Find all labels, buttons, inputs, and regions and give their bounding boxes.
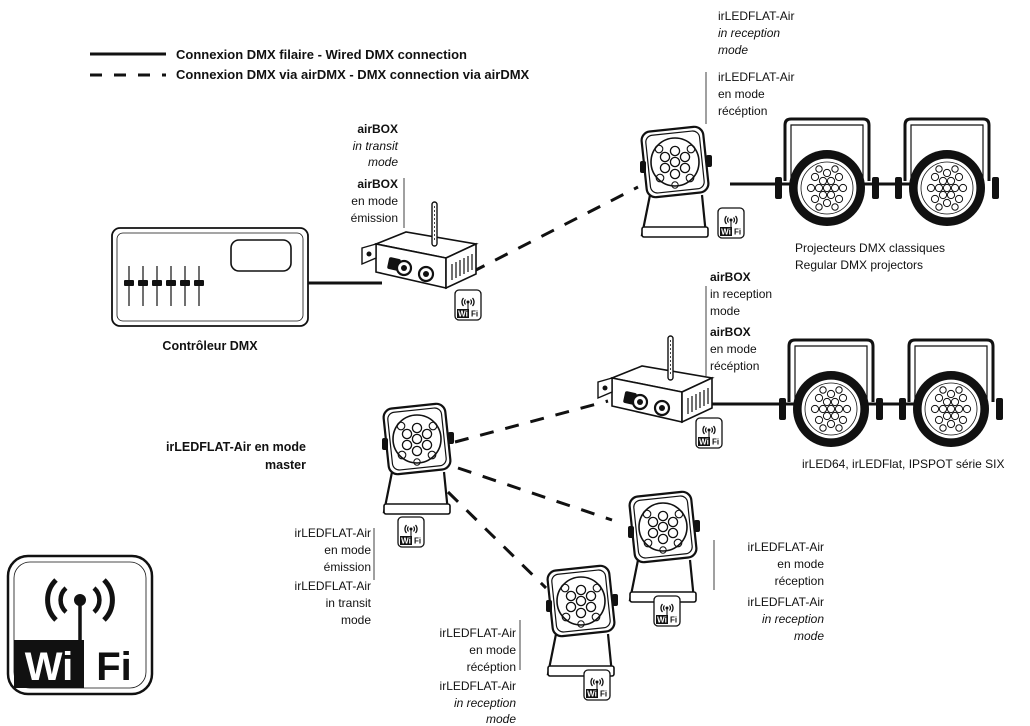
wifi-badge-icon [397,516,425,548]
airbox-rx-name-fr: airBOX [710,325,751,339]
airbox-rx-name-en: airBOX [710,270,751,284]
legend: Connexion DMX filaire - Wired DMX connec… [90,47,530,82]
right-receiver: irLEDFLAT-Air en mode réception irLEDFLA… [626,489,824,643]
master-unit: irLEDFLAT-Air en mode master irLEDFLAT-A… [166,401,456,627]
master-title-2: master [265,458,306,472]
airbox-rx-mode-fr-2: récéption [710,359,759,373]
right-receiver-name-fr: irLEDFLAT-Air [748,540,824,554]
top-receiver: irLEDFLAT-Air in reception mode irLEDFLA… [638,9,794,239]
led-flat-projector-icon [544,563,620,678]
top-receiver-mode-fr-1: en mode [718,87,765,101]
master-mode-fr-1: en mode [324,543,371,557]
airbox-transmitter: airBOX in transit mode airBOX en mode ém… [351,122,482,321]
legend-airdmx-label: Connexion DMX via airDMX - DMX connectio… [176,67,530,82]
airbox-rx-mode-en-2: mode [710,304,740,318]
led-flat-projector-icon [380,401,456,516]
controller-label: Contrôleur DMX [162,339,258,353]
right-receiver-mode-fr-2: réception [775,574,824,588]
wifi-badge-icon [653,595,681,627]
wifi-logo: Wi Fi [6,554,154,696]
series-projectors-label: irLED64, irLEDFlat, IPSPOT série SIX [802,457,1005,471]
airdmx-airbox-top-receiver [471,185,639,274]
wifi-badge-icon [454,289,482,321]
bottom-receiver-mode-fr-1: en mode [469,643,516,657]
master-mode-en-1: in transit [326,596,372,610]
airdmx-master-right-receiver [457,466,613,522]
master-name-fr: irLEDFLAT-Air [295,526,371,540]
par-projector-icon [897,338,1005,449]
master-name-en: irLEDFLAT-Air [295,579,371,593]
par-projector-icon [777,338,885,449]
wifi-badge-icon [717,207,745,239]
airbox-tx-mode-fr-1: en mode [351,194,398,208]
bottom-receiver-mode-en-2: mode [486,712,516,726]
master-title-1: irLEDFLAT-Air en mode [166,440,306,454]
top-receiver-mode-fr-2: récéption [718,104,767,118]
top-receiver-name-en: irLEDFLAT-Air [718,9,794,23]
bottom-receiver-name-en: irLEDFLAT-Air [440,679,516,693]
airbox-tx-mode-fr-2: émission [351,211,398,225]
airbox-receiver: airBOX in reception mode airBOX en mode … [596,270,772,449]
top-receiver-name-fr: irLEDFLAT-Air [718,70,794,84]
bottom-receiver-mode-fr-2: récéption [467,660,516,674]
airbox-icon [596,334,714,424]
right-receiver-mode-en-1: in reception [762,612,824,626]
dmx-controller-icon [111,227,309,327]
series-projectors: irLED64, irLEDFlat, IPSPOT série SIX [777,338,1005,471]
airbox-tx-mode-en-1: in transit [353,139,399,153]
led-flat-projector-icon [626,489,702,604]
master-mode-en-2: mode [341,613,371,627]
right-receiver-mode-en-2: mode [794,629,824,643]
par-projector-icon [893,117,1001,228]
airdmx-master-airbox-rx [454,399,609,444]
airbox-tx-name-fr: airBOX [357,177,398,191]
airbox-tx-name-en: airBOX [357,122,398,136]
master-mode-fr-2: émission [324,560,371,574]
led-flat-projector-icon [638,124,714,239]
top-receiver-mode-en-2: mode [718,43,748,57]
wifi-logo-wi: Wi [25,645,74,689]
wifi-badge-icon [583,669,611,701]
airdmx-master-bottom-receiver [446,490,548,590]
top-receiver-mode-en-1: in reception [718,26,780,40]
wifi-logo-fi: Fi [96,645,132,689]
bottom-receiver: irLEDFLAT-Air en mode récéption irLEDFLA… [440,563,620,726]
right-receiver-mode-fr-1: en mode [777,557,824,571]
wifi-badge-icon [695,417,723,449]
classic-projectors-line-1: Projecteurs DMX classiques [795,241,945,255]
right-receiver-name-en: irLEDFLAT-Air [748,595,824,609]
bottom-receiver-name-fr: irLEDFLAT-Air [440,626,516,640]
legend-wired-label: Connexion DMX filaire - Wired DMX connec… [176,47,467,62]
airbox-rx-mode-fr-1: en mode [710,342,757,356]
airbox-tx-mode-en-2: mode [368,155,398,169]
classic-projectors: Projecteurs DMX classiques Regular DMX p… [773,117,1001,272]
bottom-receiver-mode-en-1: in reception [454,696,516,710]
par-projector-icon [773,117,881,228]
classic-projectors-line-2: Regular DMX projectors [795,258,923,272]
airbox-rx-mode-en-1: in reception [710,287,772,301]
